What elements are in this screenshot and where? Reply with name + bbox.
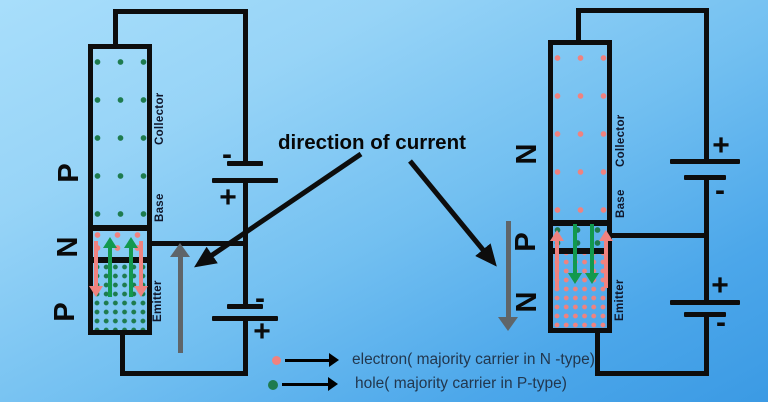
arrow-shaft [285,358,330,362]
npn-emitter-label: Emitter [614,279,626,321]
battery-right-bottom-positive-plate [670,300,740,305]
hole-flow-arrow [123,237,139,298]
arrow-shaft [505,221,511,319]
arrow-head [329,353,339,367]
electron-flow-arrow [88,240,104,297]
arrow-shaft [129,246,133,297]
wire-segment [704,179,709,238]
legend-electron-row: electron( majority carrier in N -type) [268,350,595,370]
arrow-shaft [177,255,183,353]
npn-base-label: Base [615,189,627,219]
pnp-collector-region [93,49,147,225]
legend-hole-row: hole( majority carrier in P-type) [264,374,584,394]
wire-segment [113,9,118,49]
annotation-arrow-left [194,151,363,268]
pnp-collector-label: Collector [154,92,166,146]
pnp-base-label: Base [154,193,166,223]
arrow-shaft [555,239,559,288]
wire-segment [243,181,248,245]
electron-arrow-icon [285,352,339,368]
electron-flow-arrow [549,230,565,289]
wire-segment [595,333,600,375]
npn-collector-doping-label: N [510,143,543,165]
pnp-base-region [93,231,147,257]
annotation-arrow-right [408,159,497,267]
current-direction-arrow-left [168,243,192,353]
collector-base-junction [93,225,147,231]
wire-segment [120,371,248,376]
wire-segment [704,316,709,376]
page-title: direction of current [278,131,466,154]
npn-collector-region [553,45,607,220]
arrow-shaft [139,241,143,288]
hole-flow-arrow [102,237,118,298]
legend-electron-label: electron( majority carrier in N -type) [352,351,595,368]
battery-right-top-positive-plate [670,159,740,164]
arrow-shaft [94,241,98,288]
battery-right-bottom-negative-plate [684,312,726,317]
base-emitter-junction [93,257,147,263]
arrow-head [585,273,599,284]
electron-flow-arrow [598,230,614,289]
battery-left-bottom-negative-plate [227,304,263,309]
pnp-emitter-label: Emitter [152,280,164,322]
battery-right-top-minus-sign: - [715,174,725,207]
battery-left-top-plus-sign: + [219,181,237,214]
hole-flow-arrow [584,223,600,284]
wire-segment [612,233,709,238]
wire-segment [243,9,248,162]
arrow-head [170,243,190,257]
current-direction-arrow-right [496,221,520,331]
wire-segment [704,238,709,302]
base-emitter-junction [553,248,607,254]
wire-segment [243,319,248,376]
wire-segment [243,244,248,305]
npn-emitter-region [553,254,607,328]
arrow-head [124,237,138,248]
hole-arrow-icon [282,376,338,392]
arrow-head [599,230,613,241]
arrow-head [328,377,338,391]
pnp-emitter-doping-label: P [48,302,81,322]
battery-left-top-negative-plate [227,161,263,166]
arrow-head [103,237,117,248]
battery-left-bottom-plus-sign: + [253,315,271,348]
battery-left-bottom-minus-sign: - [255,282,265,315]
hole-flow-arrow [567,223,583,284]
battery-left-top-minus-sign: - [222,138,232,171]
hole-dot-icon [268,380,278,390]
arrow-head [89,286,103,297]
collector-base-junction [553,220,607,226]
wire-segment [704,8,709,161]
electron-dot-icon [272,356,281,365]
arrow-head [134,286,148,297]
arrow-head [568,273,582,284]
battery-left-bottom-positive-plate [212,316,278,321]
legend-hole-label: hole( majority carrier in P-type) [355,375,567,392]
wire-segment [576,8,581,44]
battery-left-top-positive-plate [212,178,278,183]
arrow-shaft [573,224,577,275]
battery-right-bottom-plus-sign: + [711,269,729,302]
wire-segment [595,371,709,376]
arrow-head [550,230,564,241]
wire-segment [120,335,125,376]
npn-collector-label: Collector [615,114,627,168]
wire-segment [576,8,709,13]
arrow-head [498,317,518,331]
arrow-shaft [282,382,329,386]
arrow-shaft [590,224,594,275]
battery-right-bottom-minus-sign: - [716,306,726,339]
pnp-base-doping-label: N [51,236,84,258]
battery-right-top-negative-plate [684,175,726,180]
wire-segment [113,9,248,14]
battery-right-top-plus-sign: + [712,129,730,162]
npn-transistor-body [548,40,612,333]
pnp-collector-doping-label: P [52,163,85,183]
arrow-shaft [604,239,608,288]
arrow-shaft [108,246,112,297]
wire-segment [152,241,248,246]
electron-flow-arrow [133,240,149,297]
